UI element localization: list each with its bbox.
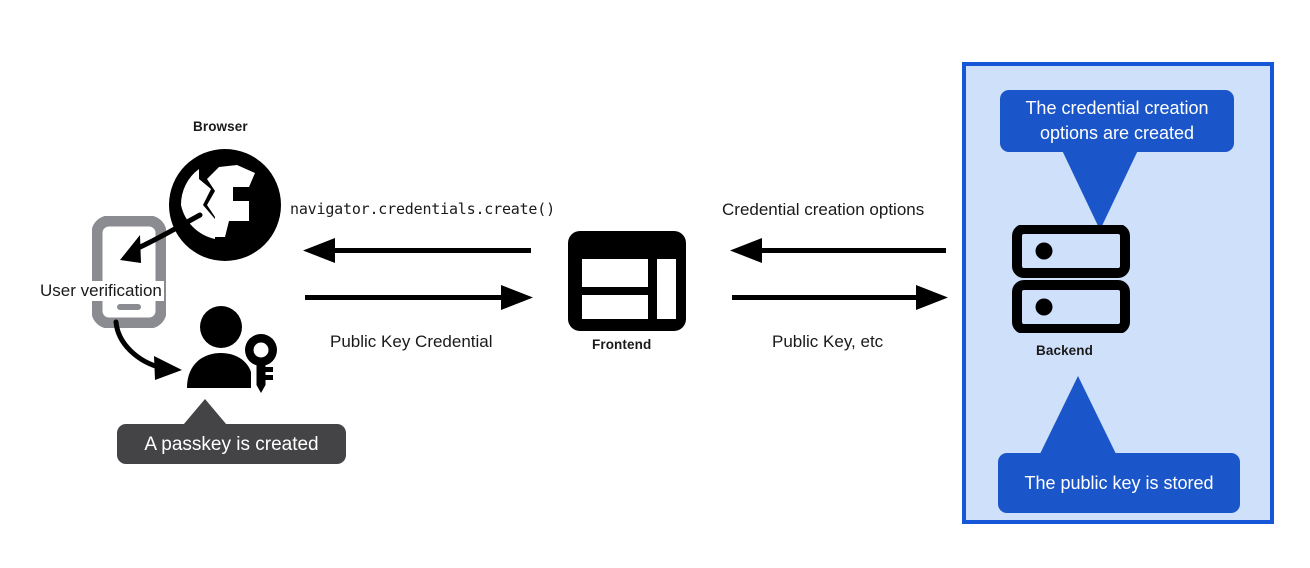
arrow-frontend-to-backend	[732, 285, 948, 310]
tooltip-public-key-stored: The public key is stored	[998, 453, 1240, 513]
node-label-backend: Backend	[1036, 343, 1093, 358]
arrow-backend-to-frontend	[730, 238, 946, 263]
mobile-phone-icon	[91, 215, 167, 329]
tooltip-credential-options-text: The credential creation options are crea…	[1025, 98, 1209, 143]
arrow-label-public-key-etc: Public Key, etc	[772, 332, 884, 351]
server-racks-icon	[1012, 224, 1130, 334]
arrow-browser-to-frontend	[305, 285, 533, 310]
arrow-label-credential-creation-options: Credential creation options	[722, 200, 925, 219]
tooltip-passkey-created-tail	[178, 399, 232, 431]
arrow-phone-to-user	[113, 319, 182, 380]
person-with-key-icon	[183, 306, 289, 394]
arrow-browser-to-phone	[120, 212, 203, 263]
annotation-user-verification: User verification	[38, 281, 164, 302]
dashboard-layout-icon	[566, 229, 688, 333]
arrow-label-navigator-create: navigator.credentials.create()	[290, 200, 555, 218]
tooltip-public-key-stored-tail	[1038, 376, 1118, 458]
tooltip-credential-options: The credential creation options are crea…	[1000, 90, 1234, 152]
arrow-frontend-to-browser	[303, 238, 531, 263]
tooltip-passkey-created-text: A passkey is created	[144, 433, 319, 455]
arrow-label-public-key-credential: Public Key Credential	[330, 332, 493, 351]
tooltip-public-key-stored-text: The public key is stored	[1024, 472, 1214, 493]
globe-icon	[163, 143, 287, 267]
tooltip-passkey-created: A passkey is created	[117, 424, 346, 464]
tooltip-credential-options-tail	[1060, 146, 1140, 230]
node-label-frontend: Frontend	[592, 337, 652, 352]
node-label-browser: Browser	[193, 119, 248, 134]
